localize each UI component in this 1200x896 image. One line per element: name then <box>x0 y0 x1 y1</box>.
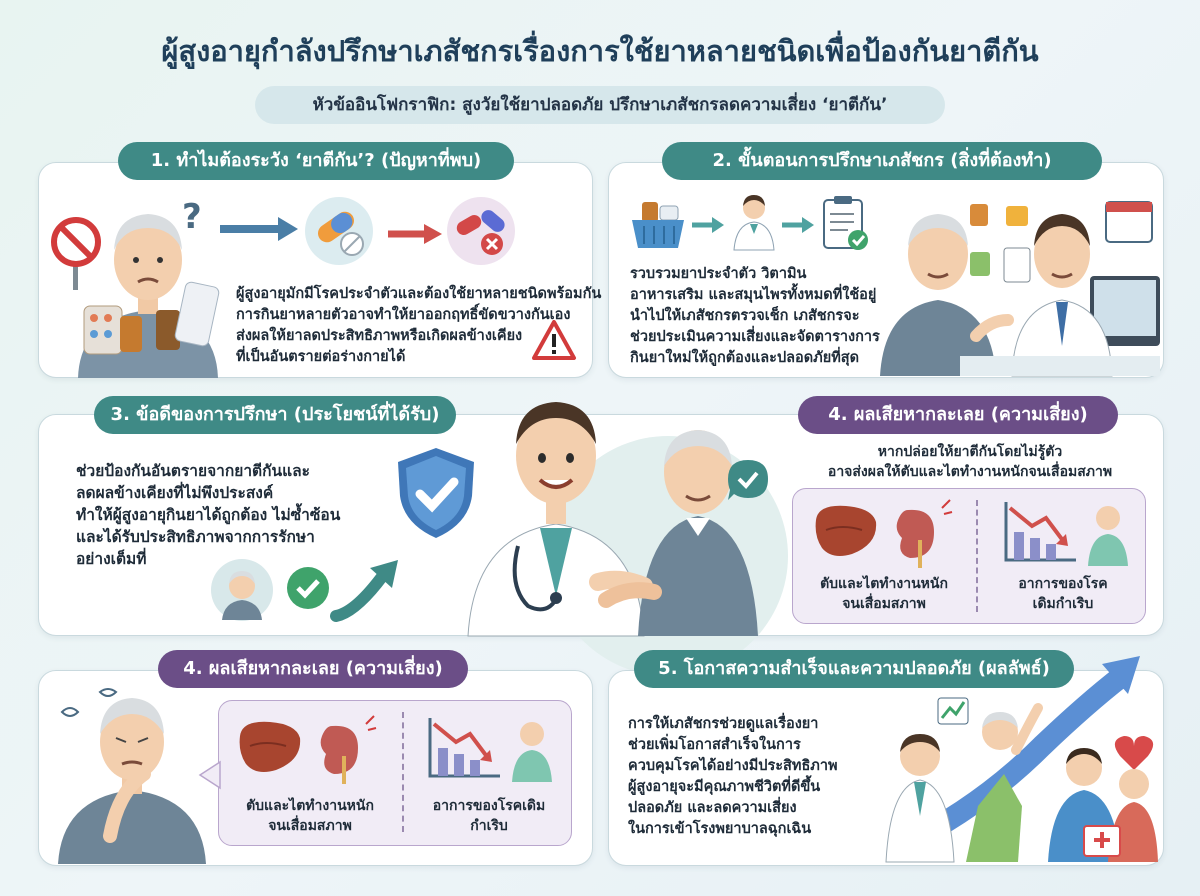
section1-line-1: ผู้สูงอายุมักมีโรคประจำตัวและต้องใช้ยาหล… <box>236 286 602 302</box>
section5-line-3: ควบคุมโรคได้อย่างมีประสิทธิภาพ <box>628 758 838 774</box>
section5-heading: 5. โอกาสความสำเร็จและความปลอดภัย (ผลลัพธ… <box>634 650 1074 688</box>
section1-line-2: การกินยาหลายตัวอาจทำให้ยาออกฤทธิ์ขัดขวาง… <box>236 307 571 323</box>
section5-line-1: การให้เภสัชกรช่วยดูแลเรื่องยา <box>628 716 819 732</box>
page-title: ผู้สูงอายุกำลังปรึกษาเภสัชกรเรื่องการใช้… <box>161 34 1039 68</box>
section2-line-3: นำไปให้เภสัชกรตรวจเช็ก เภสัชกรจะ <box>630 308 860 324</box>
speech-tail-icon <box>198 760 221 790</box>
section4b-divider <box>402 712 404 832</box>
checklist-icon <box>823 196 868 250</box>
section1-line-4: ที่เป็นอันตรายต่อร่างกายได้ <box>236 349 406 365</box>
section4b-left-caption-1: ตับและไตทำงานหนัก <box>246 798 374 814</box>
section4a-right-caption-1: อาการของโรค <box>1018 576 1108 592</box>
section2-line-2: อาหารเสริม และสมุนไพรทั้งหมดที่ใช้อยู่ <box>630 287 877 303</box>
section1-heading: 1. ทำไมต้องระวัง ‘ยาตีกัน’? (ปัญหาที่พบ) <box>118 142 514 180</box>
arrow-right-icon <box>220 217 298 241</box>
declining-chart-icon <box>1004 502 1128 566</box>
section4b-heading: 4. ผลเสียหากละเลย (ความเสี่ยง) <box>158 650 468 688</box>
pharmacist-handshake-illustration <box>467 402 788 676</box>
section4b-right-caption-2: กำเริบ <box>470 818 508 834</box>
section5-line-6: ในการเข้าโรงพยาบาลฉุกเฉิน <box>628 821 812 837</box>
section2-line-5: กินยาใหม่ให้ถูกต้องและปลอดภัยที่สุด <box>630 350 860 366</box>
pharmacy-counter-illustration <box>880 201 1160 377</box>
section5-line-4: ผู้สูงอายุจะมีคุณภาพชีวิตที่ดีขึ้น <box>628 779 821 795</box>
liver-kidney-icon-2 <box>239 715 377 784</box>
check-circle-icon <box>287 567 329 609</box>
section1-line-3: ส่งผลให้ยาลดประสิทธิภาพหรือเกิดผลข้างเคี… <box>236 328 523 344</box>
section3-heading: 3. ข้อดีของการปรึกษา (ประโยชน์ที่ได้รับ) <box>94 396 456 434</box>
pharmacist-small-icon <box>733 195 775 251</box>
chat-check-icon <box>728 460 768 500</box>
section3-line-5: อย่างเต็มที่ <box>76 550 147 568</box>
declining-chart-icon-2 <box>428 718 552 782</box>
warning-icon <box>532 320 576 360</box>
elderly-man-worried-illustration <box>78 214 220 378</box>
section4a-right-caption-2: เดิมกำเริบ <box>1032 596 1094 612</box>
arrow-right-red-icon <box>388 224 442 244</box>
section3-line-3: ทำให้ผู้สูงอายุกินยาได้ถูกต้อง ไม่ซ้ำซ้อ… <box>76 506 341 524</box>
section4b-right-caption-1: อาการของโรคเดิม <box>432 798 546 814</box>
subtitle-banner: หัวข้ออินโฟกราฟิก: สูงวัยใช้ยาปลอดภัย ปร… <box>255 86 945 124</box>
success-family-illustration <box>885 656 1158 863</box>
medicine-basket-icon <box>632 202 684 248</box>
section5-line-2: ช่วยเพิ่มโอกาสสำเร็จในการ <box>628 737 801 753</box>
arrow-right-small-icon-2 <box>782 217 814 233</box>
shield-check-icon <box>398 448 474 538</box>
section4a-left-caption-1: ตับและไตทำงานหนัก <box>820 576 948 592</box>
section2-line-1: รวบรวมยาประจำตัว วิตามิน <box>630 266 807 282</box>
no-sign-icon <box>51 217 101 290</box>
svg-text:?: ? <box>182 197 202 237</box>
section4a-intro-2: อาจส่งผลให้ตับและไตทำงานหนักจนเสื่อมสภาพ <box>827 464 1113 480</box>
section3-line-4: และได้รับประสิทธิภาพจากการรักษา <box>76 528 315 546</box>
arrow-right-small-icon <box>692 217 724 233</box>
section3-line-2: ลดผลข้างเคียงที่ไม่พึงประสงค์ <box>76 484 274 502</box>
section4a-intro-1: หากปล่อยให้ยาตีกันโดยไม่รู้ตัว <box>877 444 1063 460</box>
section4b-left-caption-2: จนเสื่อมสภาพ <box>268 818 352 834</box>
pills-icon <box>305 197 373 265</box>
section4a-left-caption-2: จนเสื่อมสภาพ <box>842 596 926 612</box>
elderly-avatar-icon <box>211 559 273 621</box>
section5-line-5: ปลอดภัย และลดความเสี่ยง <box>628 800 797 816</box>
section2-line-4: ช่วยประเมินความเสี่ยงและจัดตารางการ <box>630 329 880 345</box>
upward-arrow-icon <box>330 560 398 622</box>
question-mark-icon: ? <box>182 197 202 237</box>
liver-kidney-icon <box>815 499 953 568</box>
section4a-divider <box>976 500 978 612</box>
elderly-man-thinking-illustration <box>58 688 206 864</box>
section3-line-1: ช่วยป้องกันอันตรายจากยาตีกันและ <box>76 462 310 480</box>
drug-interaction-icon <box>447 197 515 265</box>
section4a-heading: 4. ผลเสียหากละเลย (ความเสี่ยง) <box>798 396 1118 434</box>
section2-heading: 2. ขั้นตอนการปรึกษาเภสัชกร (สิ่งที่ต้องท… <box>662 142 1102 180</box>
